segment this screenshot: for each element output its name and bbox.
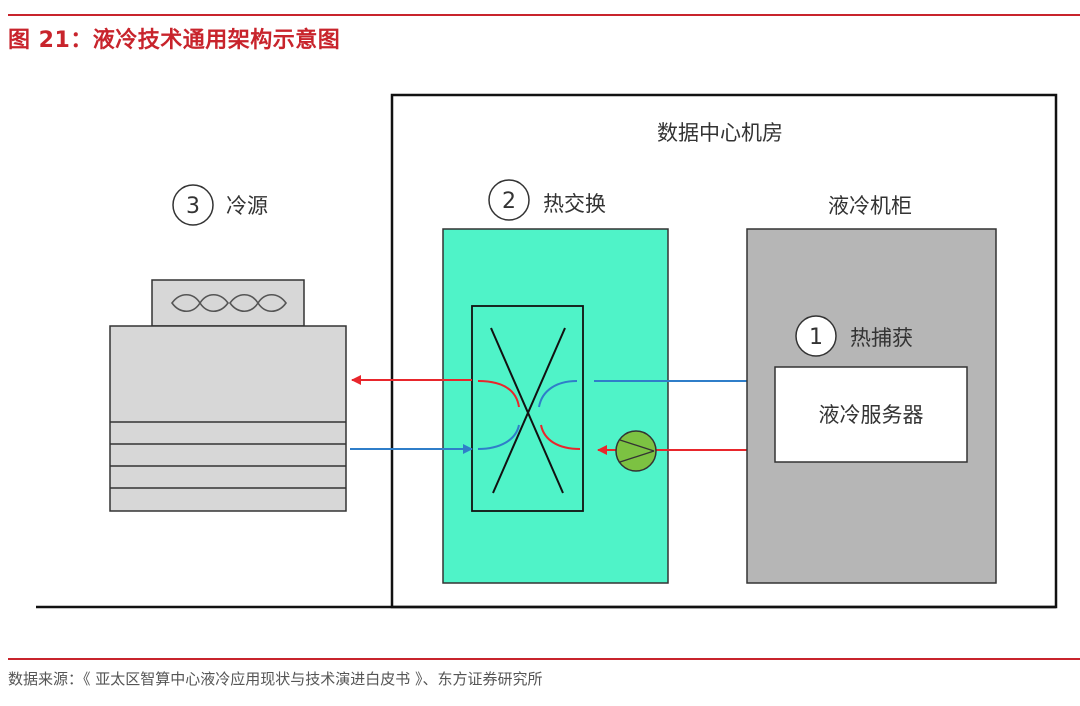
stage-1-number: 1 xyxy=(809,325,823,350)
heat-exchanger-cross-icon xyxy=(490,327,566,494)
hot-inner-curve xyxy=(540,424,581,450)
stage-1-text: 热捕获 xyxy=(850,326,913,350)
stage-2-label: 2 热交换 xyxy=(488,179,606,221)
bottom-rule xyxy=(8,658,1080,660)
fan-icon xyxy=(171,293,287,313)
room-label: 数据中心机房 xyxy=(657,121,783,145)
stage-3-number: 3 xyxy=(186,194,200,219)
source-note: 数据来源：《 亚太区智算中心液冷应用现状与技术演进白皮书 》、东方证券研究所 xyxy=(8,670,543,688)
heat-exchanger-core xyxy=(471,305,584,512)
cold-inner-curve xyxy=(538,380,578,408)
cold-supply-curve xyxy=(477,424,520,450)
server-label: 液冷服务器 xyxy=(819,403,924,427)
liquid-cooled-server xyxy=(774,366,968,463)
cabinet-label: 液冷机柜 xyxy=(828,194,912,218)
pump-icon xyxy=(615,430,657,472)
figure-title: 图 21：液冷技术通用架构示意图 xyxy=(8,28,341,53)
stage-2-text: 热交换 xyxy=(543,192,606,216)
stage-3-text: 冷源 xyxy=(226,194,268,218)
chiller-unit xyxy=(109,279,347,512)
stage-1-label: 1 热捕获 xyxy=(795,315,913,357)
top-rule xyxy=(8,14,1080,16)
stage-3-label: 3 冷源 xyxy=(172,184,268,226)
hot-return-curve xyxy=(477,380,520,408)
stage-2-number: 2 xyxy=(502,189,516,214)
